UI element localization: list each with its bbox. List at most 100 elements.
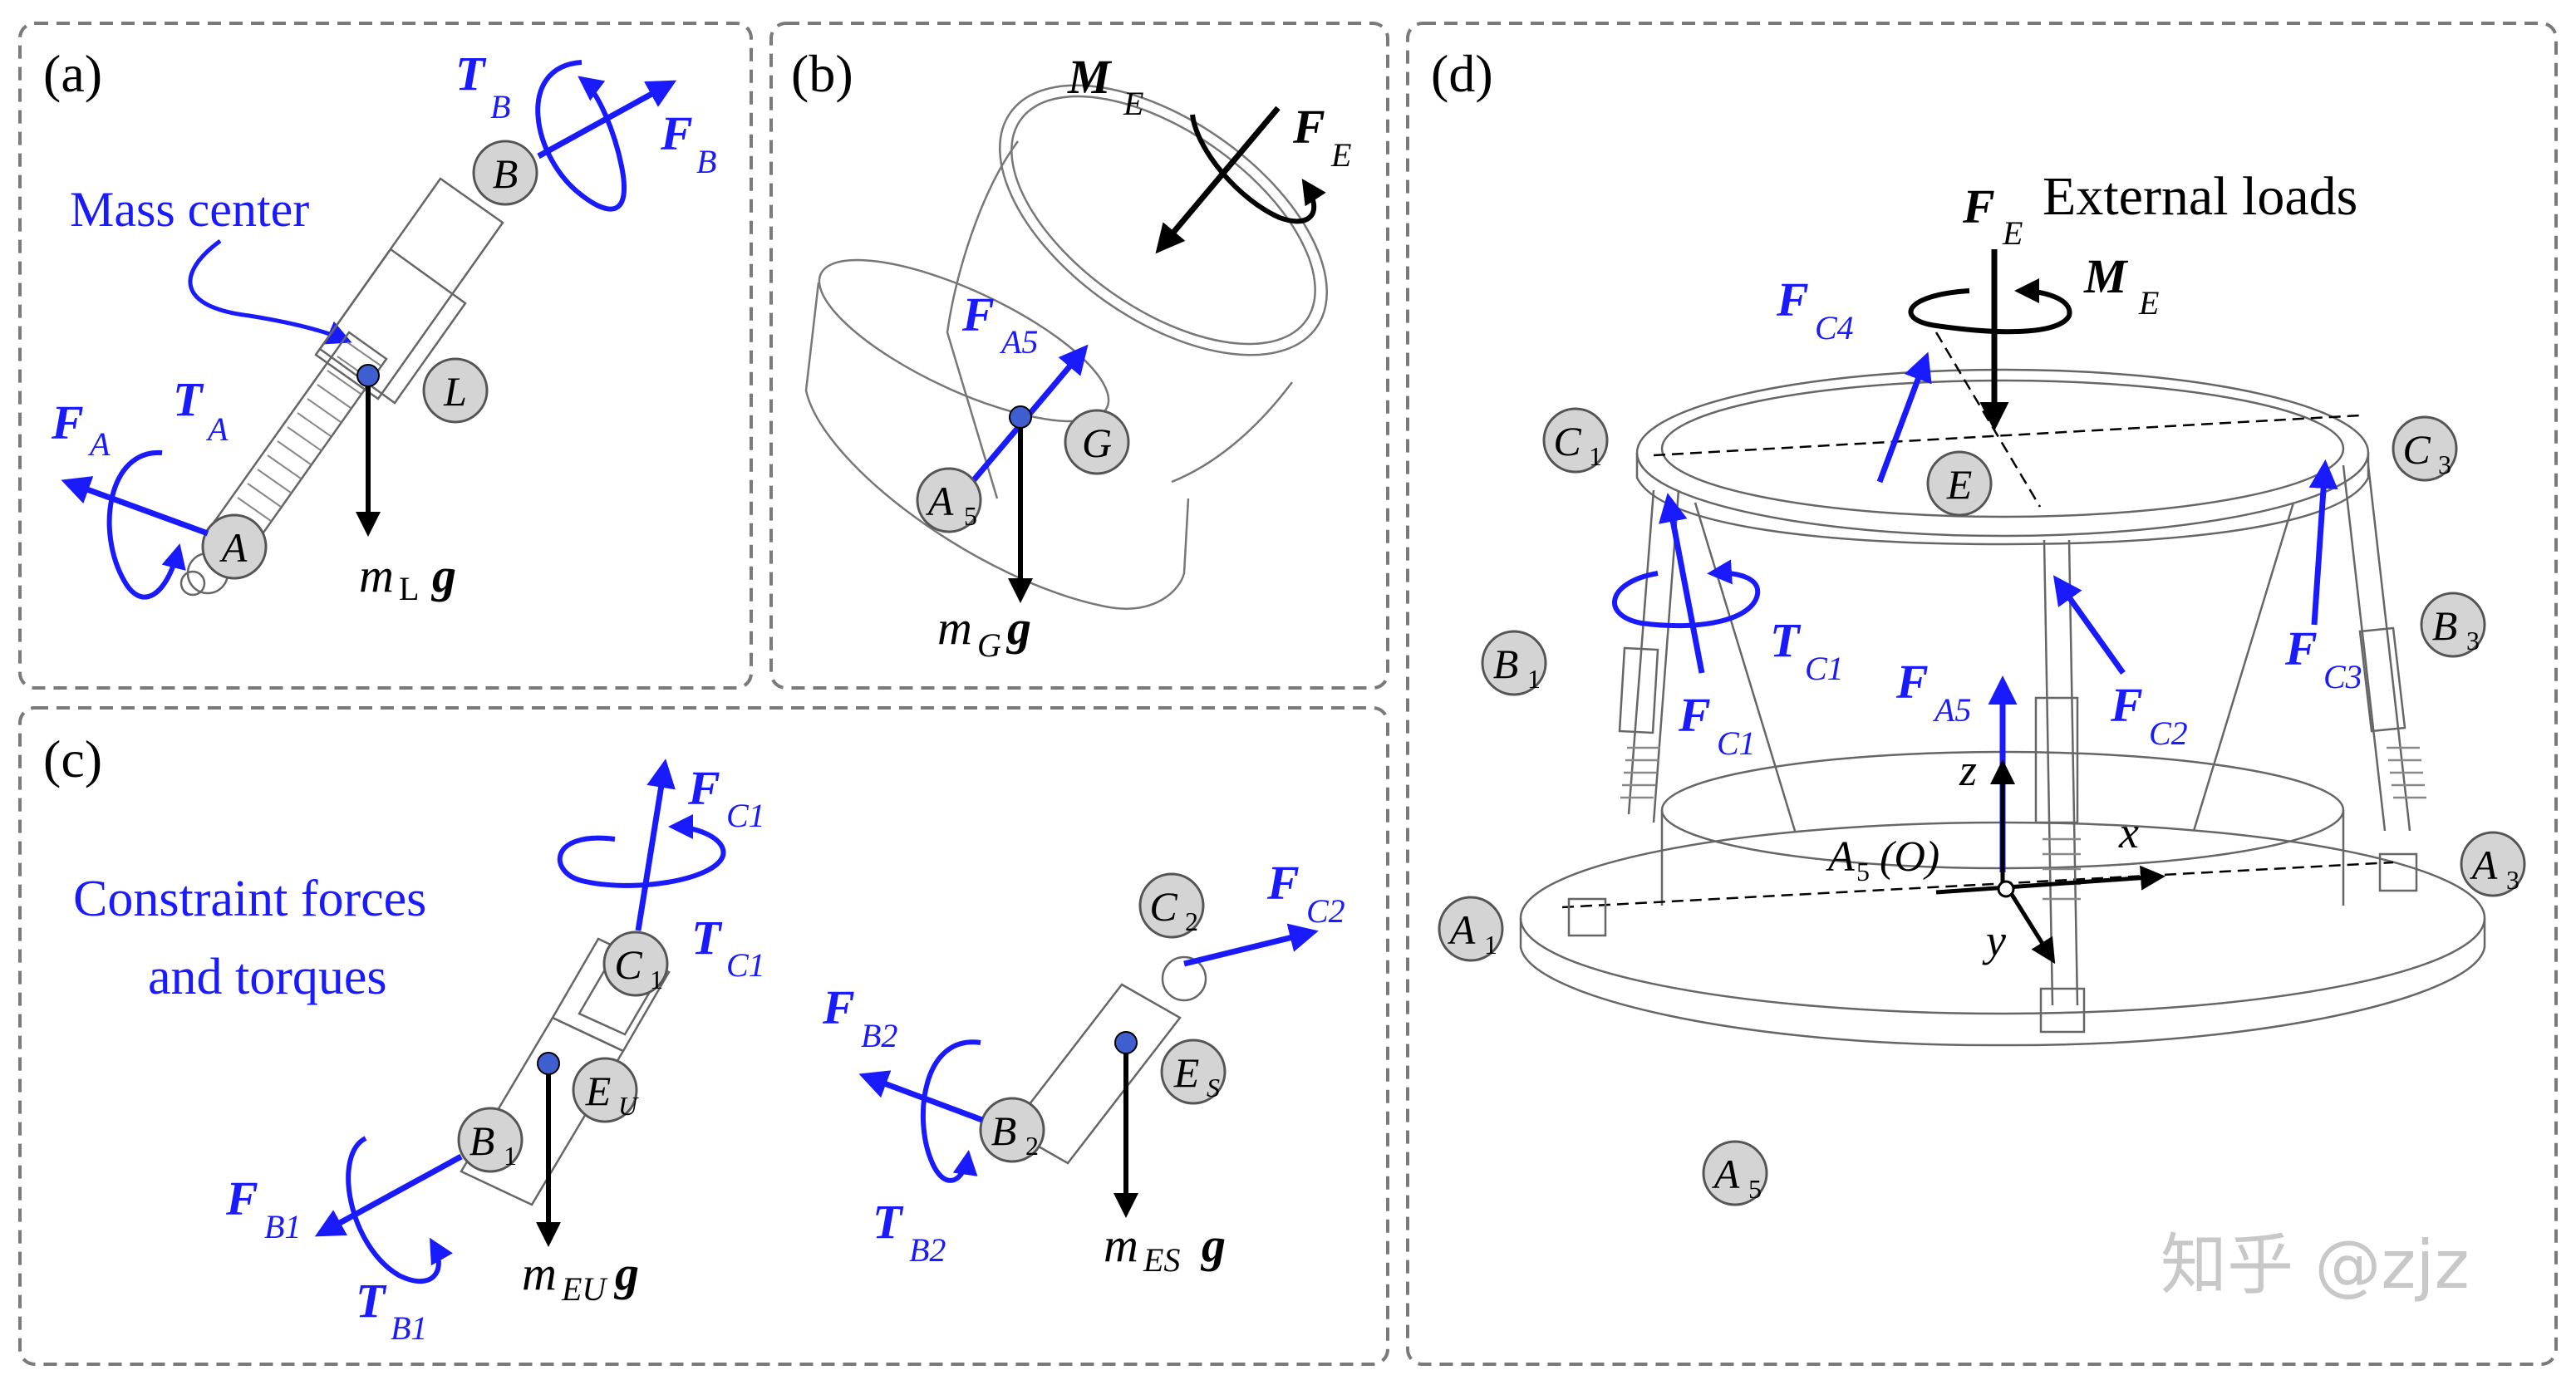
node-e-d: E xyxy=(1926,450,1993,517)
node-b1-c: B 1 xyxy=(457,1107,524,1173)
node-a3-d: A 3 xyxy=(2460,831,2526,897)
svg-text:1: 1 xyxy=(1589,441,1602,471)
svg-text:E: E xyxy=(1173,1049,1200,1096)
svg-text:and torques: and torques xyxy=(148,949,387,1005)
svg-text:C1: C1 xyxy=(726,797,765,834)
svg-text:A: A xyxy=(1712,1151,1740,1197)
lower-strut xyxy=(1008,955,1207,1165)
svg-text:1: 1 xyxy=(1527,664,1541,694)
svg-text:2: 2 xyxy=(1185,906,1198,936)
label-fa5-d: F A5 xyxy=(1895,655,1971,729)
svg-text:U: U xyxy=(618,1091,639,1121)
svg-text:F: F xyxy=(822,980,855,1034)
label-fb: F B xyxy=(660,106,716,180)
label-fc1-c: F C1 xyxy=(687,761,765,834)
axis-y xyxy=(2008,891,2056,965)
svg-text:m: m xyxy=(1104,1218,1138,1272)
svg-text:F: F xyxy=(1266,856,1300,910)
label-tc1-d: T C1 xyxy=(1770,613,1844,687)
torque-tb-arrow xyxy=(535,60,627,212)
svg-text:F: F xyxy=(1962,179,1995,233)
torque-tb2-arrow-c xyxy=(920,1039,981,1183)
label-tb1-c: T B1 xyxy=(356,1274,427,1347)
svg-text:C1: C1 xyxy=(726,946,765,984)
panel-d: (d) External loads xyxy=(1431,44,2526,1304)
svg-text:5: 5 xyxy=(1748,1174,1762,1204)
panel-a: (a) Mass center B T B F B xyxy=(43,44,716,607)
force-fc4-arrow xyxy=(1876,351,1932,484)
svg-text:C2: C2 xyxy=(2149,715,2188,752)
svg-text:2: 2 xyxy=(1025,1131,1039,1161)
node-a: A xyxy=(201,513,268,580)
svg-text:1: 1 xyxy=(650,965,663,994)
label-weight-meu: m EU g xyxy=(522,1246,639,1308)
axis-y-label: y xyxy=(1982,916,2006,965)
caption-constraint: Constraint forces and torques xyxy=(73,871,426,1005)
label-fc3: F C3 xyxy=(2284,621,2362,695)
svg-text:G: G xyxy=(1082,420,1112,466)
svg-text:F: F xyxy=(961,287,995,341)
frame-b xyxy=(769,22,1389,690)
panel-b-label: (b) xyxy=(791,44,853,103)
node-c3-d: C 3 xyxy=(2392,415,2458,482)
label-fe-d: F E xyxy=(1962,179,2023,252)
force-fc2-arrow-d xyxy=(2052,575,2126,675)
node-es: E S xyxy=(1160,1039,1227,1105)
svg-text:B: B xyxy=(2432,602,2458,649)
svg-text:T: T xyxy=(356,1274,387,1328)
node-c2-c: C 2 xyxy=(1138,872,1205,939)
svg-text:B2: B2 xyxy=(861,1017,897,1054)
svg-text:E: E xyxy=(1123,85,1143,122)
label-me-d: M E xyxy=(2083,249,2159,322)
svg-text:3: 3 xyxy=(2466,626,2480,656)
svg-text:(O): (O) xyxy=(1880,833,1939,881)
mass-center-dot xyxy=(356,364,380,387)
svg-text:3: 3 xyxy=(2506,865,2519,895)
force-fa-arrow xyxy=(61,476,209,537)
label-tb2-c: T B2 xyxy=(873,1195,946,1269)
node-eu: E U xyxy=(572,1057,639,1123)
label-weight-mes: m ES g xyxy=(1104,1218,1226,1279)
label-fb1-c: F B1 xyxy=(225,1171,301,1245)
svg-text:A: A xyxy=(205,410,229,448)
svg-text:F: F xyxy=(1292,100,1325,154)
node-b: B xyxy=(472,140,538,206)
svg-text:m: m xyxy=(522,1246,557,1300)
svg-text:1: 1 xyxy=(1484,930,1497,960)
svg-text:A5: A5 xyxy=(999,323,1038,361)
force-fb-arrow xyxy=(537,80,677,160)
svg-text:m: m xyxy=(937,601,972,655)
node-b2-c: B 2 xyxy=(979,1097,1045,1163)
node-b3-d: B 3 xyxy=(2420,592,2486,658)
svg-text:B: B xyxy=(696,143,716,180)
svg-text:F: F xyxy=(1678,688,1711,742)
svg-text:A: A xyxy=(1826,833,1855,881)
svg-text:C: C xyxy=(1553,418,1581,464)
svg-text:ES: ES xyxy=(1143,1241,1180,1279)
svg-text:B: B xyxy=(493,150,519,197)
label-me: M E xyxy=(1067,50,1143,122)
moment-me-arrow xyxy=(1190,114,1326,224)
mass-center-pointer xyxy=(188,238,352,345)
force-fb1-arrow-c xyxy=(314,1153,463,1237)
watermark: 知乎 @zjz xyxy=(2161,1226,2470,1304)
svg-text:5: 5 xyxy=(1856,857,1870,886)
svg-text:g: g xyxy=(1200,1218,1226,1272)
svg-text:EU: EU xyxy=(561,1270,608,1308)
svg-text:B1: B1 xyxy=(264,1208,301,1245)
origin-label: A 5 (O) xyxy=(1826,833,1939,886)
node-g: G xyxy=(1064,409,1130,475)
svg-text:F: F xyxy=(687,761,720,815)
panel-c: (c) Constraint forces and torques C 1 F … xyxy=(43,729,1345,1347)
mass-center-dot-eu xyxy=(537,1052,560,1075)
node-l: L xyxy=(422,357,489,424)
torque-tb1-arrow-c xyxy=(346,1136,453,1284)
label-fa: F A xyxy=(51,395,111,463)
origin-o xyxy=(1997,880,2015,898)
svg-text:T: T xyxy=(691,911,723,965)
mass-center-dot-b xyxy=(1009,405,1032,429)
label-fc2-d: F C2 xyxy=(2110,678,2188,752)
svg-text:C4: C4 xyxy=(1815,309,1854,346)
label-tb: T B xyxy=(455,47,510,125)
